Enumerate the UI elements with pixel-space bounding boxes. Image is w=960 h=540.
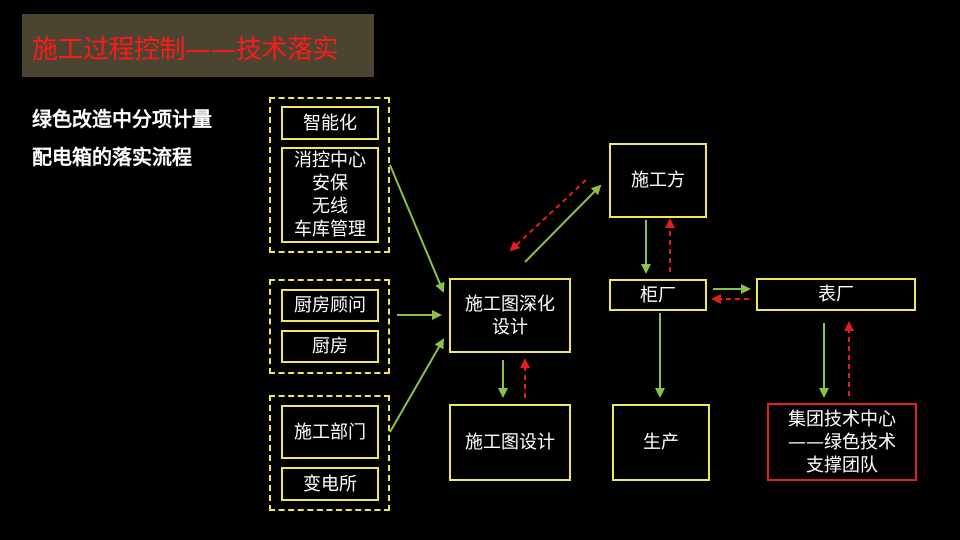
node-systems-line-1: 消控中心 — [294, 150, 366, 171]
node-kitchen-consultant: 厨房顾问 — [281, 289, 379, 322]
arrow-design-to-contractor — [524, 184, 602, 263]
node-deepening-design-line-1: 施工图深化 — [465, 293, 555, 315]
node-cabinet-factory-label: 柜厂 — [640, 284, 676, 306]
node-production: 生产 — [612, 404, 710, 481]
node-substation-label: 变电所 — [303, 473, 357, 495]
node-deepening-design-line-2: 设计 — [492, 316, 528, 338]
node-tech-center-line-2: ——绿色技术 — [788, 431, 896, 453]
subtitle-line-2: 配电箱的落实流程 — [32, 145, 192, 169]
arrow-contractor-to-design-feedback — [509, 179, 587, 252]
group-construction — [269, 395, 390, 511]
node-tech-center: 集团技术中心 ——绿色技术 支撑团队 — [767, 403, 917, 481]
node-construction-dept-label: 施工部门 — [294, 421, 366, 443]
node-tech-center-line-1: 集团技术中心 — [788, 408, 896, 430]
node-systems-line-4: 车库管理 — [294, 219, 366, 240]
node-construction-drawing-label: 施工图设计 — [465, 432, 555, 453]
node-deepening-design: 施工图深化 设计 — [449, 278, 571, 353]
node-substation: 变电所 — [281, 467, 379, 501]
node-intelligent-label: 智能化 — [303, 112, 357, 134]
node-contractor: 施工方 — [609, 143, 707, 218]
node-tech-center-line-3: 支撑团队 — [806, 454, 878, 476]
title-bar: 施工过程控制——技术落实 — [22, 14, 374, 77]
group-kitchen — [269, 279, 390, 374]
node-construction-drawing: 施工图设计 — [449, 404, 571, 481]
node-kitchen: 厨房 — [281, 330, 379, 363]
arrow-systems-to-design — [389, 164, 445, 293]
node-contractor-label: 施工方 — [631, 170, 685, 191]
node-cabinet-factory: 柜厂 — [609, 279, 707, 311]
slide-title: 施工过程控制——技术落实 — [32, 35, 339, 65]
group-intelligent — [269, 97, 390, 253]
arrow-construction-to-design — [389, 338, 444, 433]
node-meter-factory-label: 表厂 — [818, 284, 854, 305]
node-construction-dept: 施工部门 — [281, 405, 379, 459]
node-intelligent: 智能化 — [281, 106, 379, 140]
node-systems-line-3: 无线 — [312, 196, 348, 217]
node-systems-line-2: 安保 — [312, 173, 348, 194]
subtitle-line-1: 绿色改造中分项计量 — [32, 107, 212, 131]
node-kitchen-label: 厨房 — [312, 336, 348, 357]
node-production-label: 生产 — [643, 432, 679, 453]
node-systems: 消控中心 安保 无线 车库管理 — [281, 147, 379, 243]
node-kitchen-consultant-label: 厨房顾问 — [294, 295, 366, 316]
node-meter-factory: 表厂 — [756, 278, 916, 311]
